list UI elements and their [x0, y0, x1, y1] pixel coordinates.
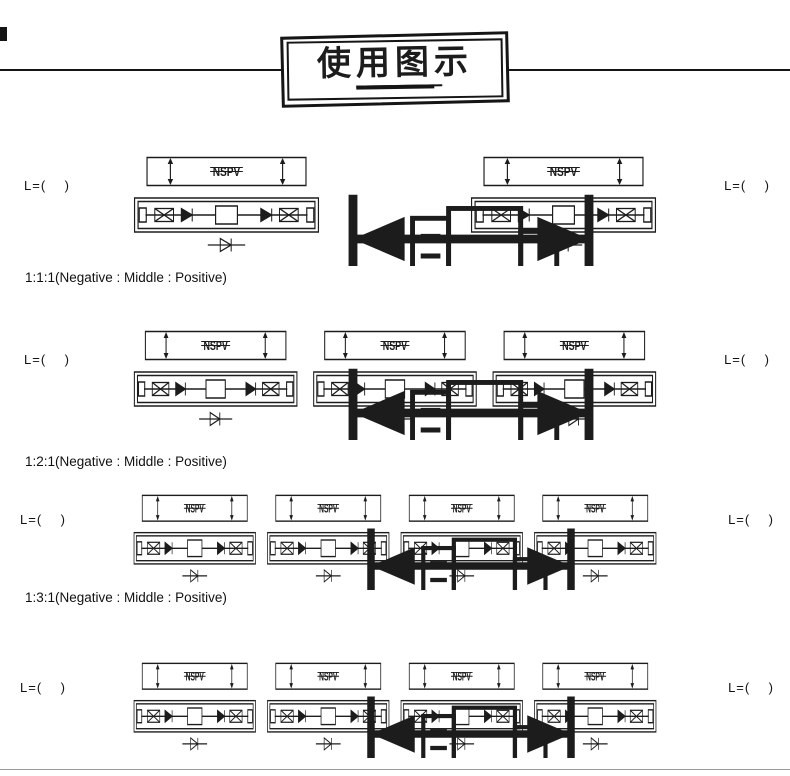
row-svg-3 — [133, 662, 657, 758]
length-label-left: L=( ) — [24, 178, 70, 193]
length-label-left: L=( ) — [20, 512, 66, 527]
page-header: 使用图示 — [0, 0, 790, 112]
bottom-rule — [0, 769, 790, 770]
row-svg-2 — [133, 494, 657, 590]
module-unit — [133, 662, 257, 751]
ratio-caption-2: 1:2:1(Negative : Middle : Positive) — [25, 454, 227, 469]
ratio-caption-4 — [25, 758, 790, 776]
length-label-right: L=( ) — [728, 680, 774, 695]
length-label-right: L=( ) — [728, 512, 774, 527]
row-svg-1 — [133, 330, 657, 440]
ratio-caption-3: 1:3:1(Negative : Middle : Positive) — [25, 590, 227, 605]
length-label-left: L=( ) — [24, 352, 70, 367]
title-box-inner: 使用图示 — [286, 38, 504, 101]
title-underline — [356, 84, 435, 90]
module-unit — [133, 330, 298, 427]
diagram-row-4: L=( ) L=( ) — [0, 658, 790, 758]
length-label-left: L=( ) — [20, 680, 66, 695]
row-svg-0 — [133, 156, 657, 266]
diagram-row-1: L=( ) L=( ) — [0, 148, 790, 266]
module-unit — [133, 494, 257, 583]
title-box: 使用图示 — [280, 31, 510, 108]
page-title: 使用图示 — [316, 41, 474, 85]
ratio-caption-1: 1:1:1(Negative : Middle : Positive) — [25, 270, 227, 285]
diagram-row-2: L=( ) L=( ) — [0, 322, 790, 440]
module-unit — [133, 156, 320, 253]
diagram-row-3: L=( ) L=( ) — [0, 490, 790, 590]
length-label-right: L=( ) — [724, 178, 770, 193]
corner-mark — [0, 27, 7, 41]
length-label-right: L=( ) — [724, 352, 770, 367]
